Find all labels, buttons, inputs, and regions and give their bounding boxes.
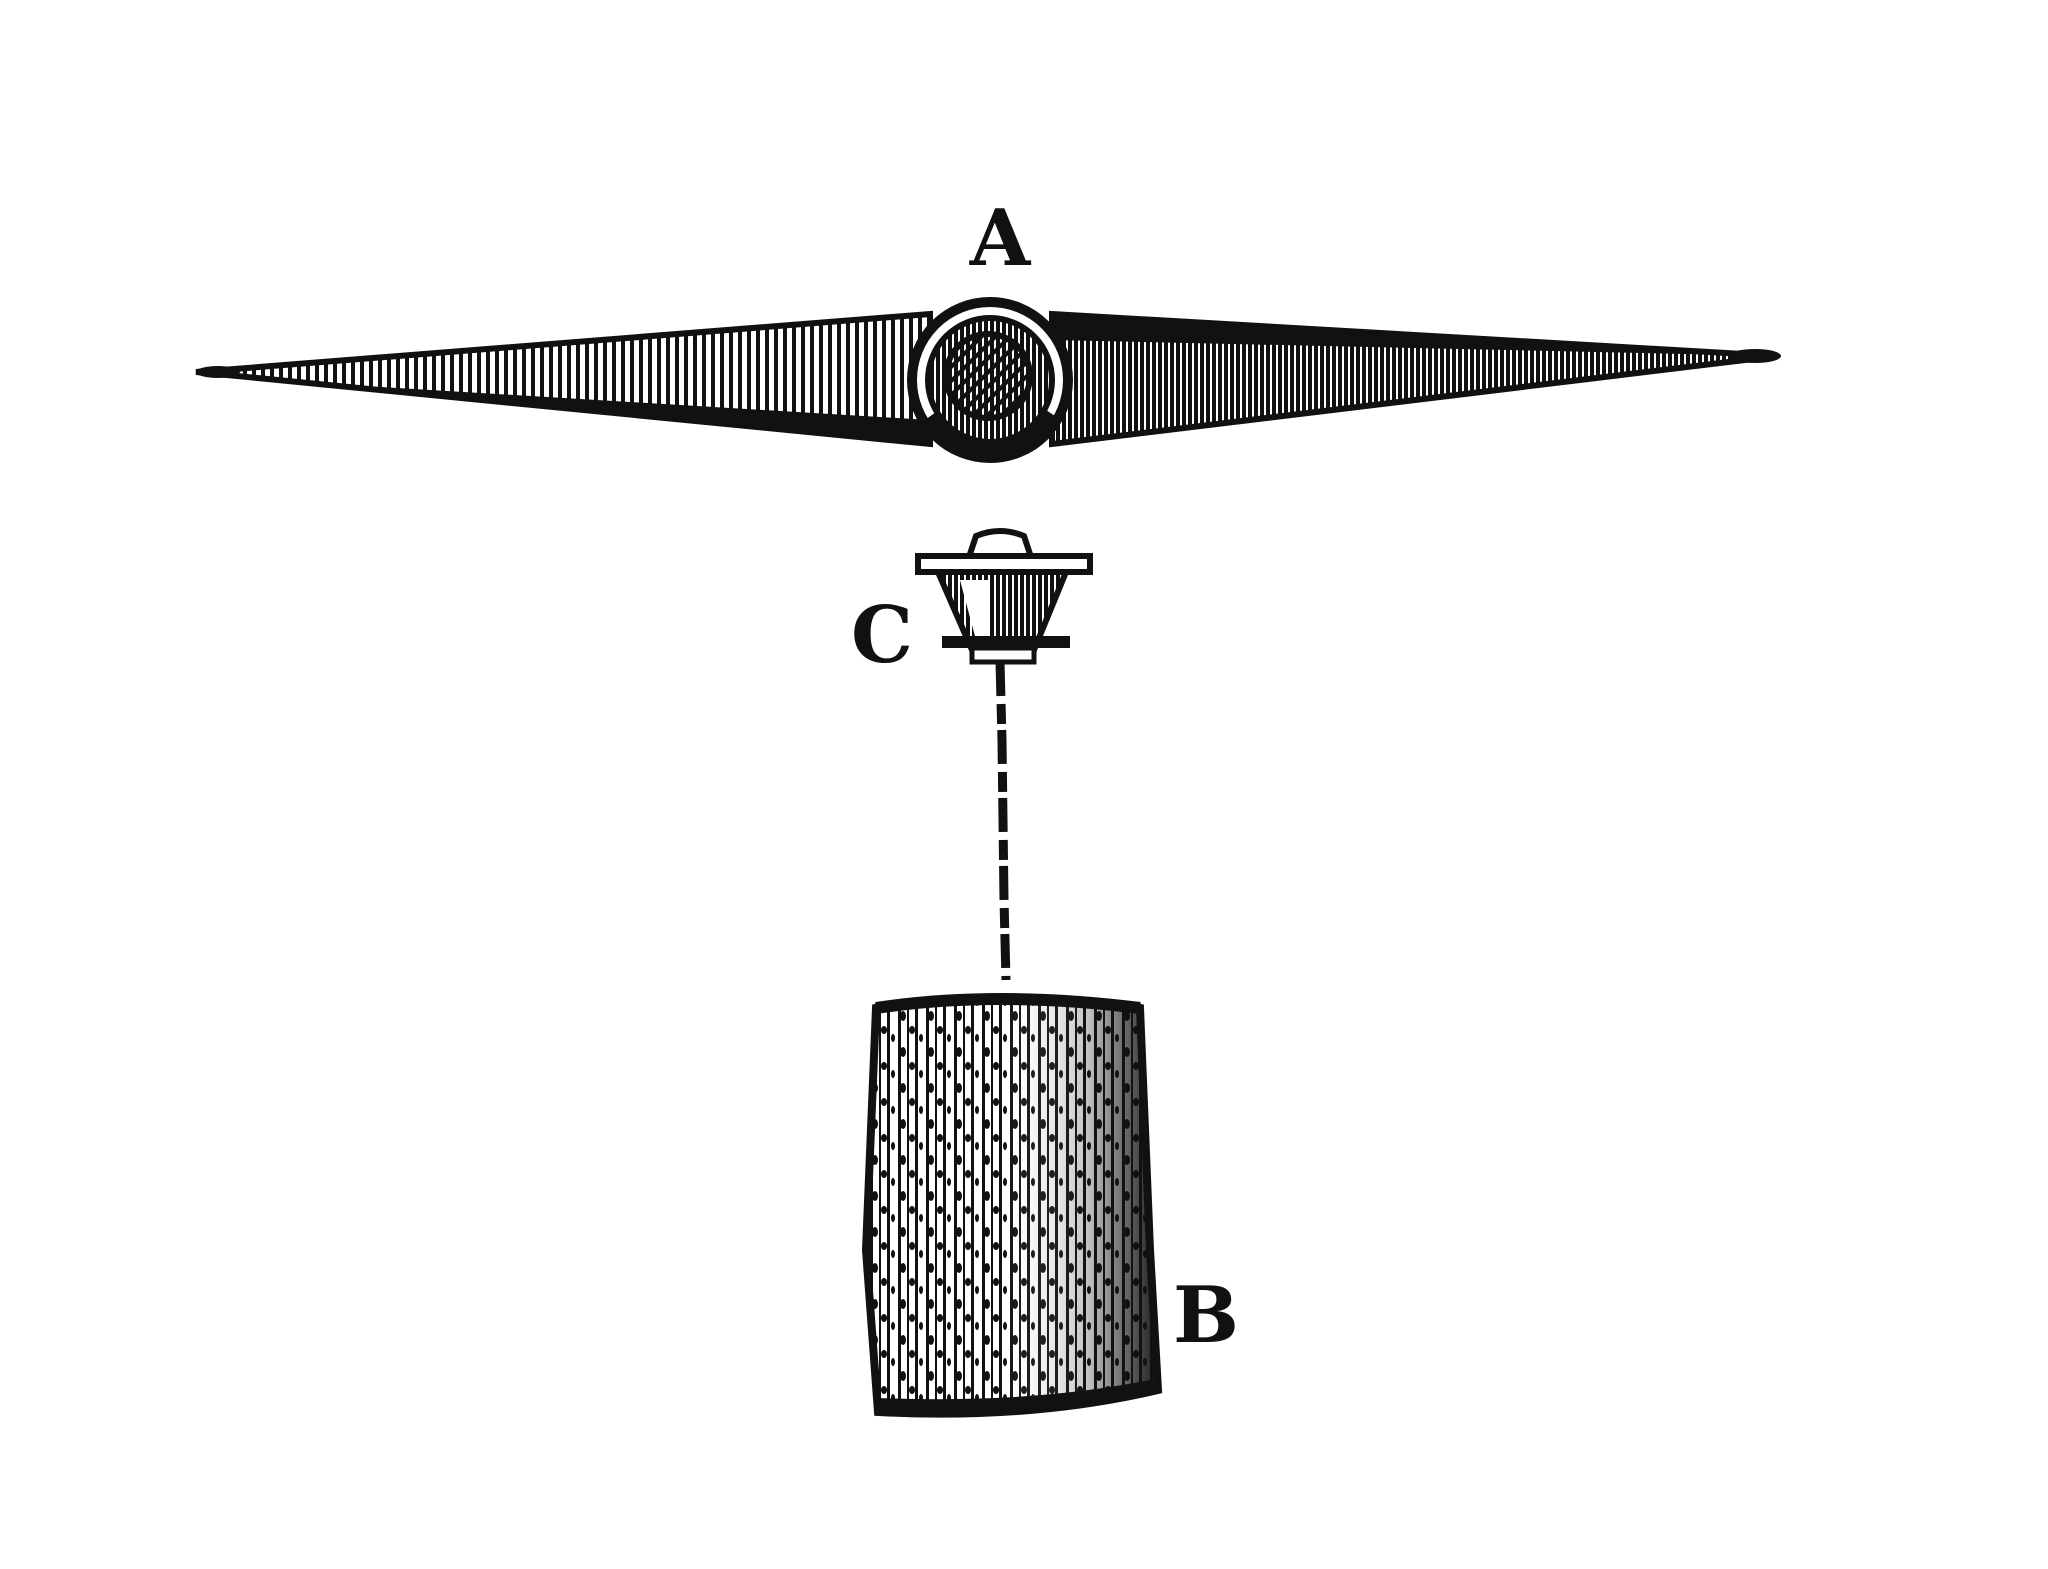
needle-left-arm-shadow bbox=[230, 378, 930, 444]
needle-right-arm-shadow bbox=[1052, 314, 1778, 356]
cap-cone-highlight bbox=[960, 580, 990, 640]
suspension-thread bbox=[995, 661, 1011, 981]
label-a: A bbox=[969, 193, 1032, 284]
needle-left-tip bbox=[196, 366, 240, 378]
thread-line bbox=[995, 661, 1011, 981]
cylindrical-weight bbox=[861, 993, 1163, 1418]
needle-right-tip bbox=[1729, 349, 1781, 363]
weight-top-edge bbox=[875, 993, 1141, 1014]
pivot-cap bbox=[915, 528, 1093, 665]
needle-hub-shadow bbox=[925, 410, 1058, 457]
label-b: B bbox=[1173, 1270, 1239, 1361]
cap-knob bbox=[963, 528, 1037, 563]
weight-shade bbox=[1000, 999, 1158, 1412]
weight-bottom-edge bbox=[878, 1380, 1158, 1414]
label-c: C bbox=[851, 590, 913, 681]
cap-base bbox=[969, 645, 1037, 665]
magnetic-needle bbox=[195, 297, 1781, 463]
needle-hub-center bbox=[943, 331, 1033, 421]
cap-foot bbox=[942, 636, 1070, 648]
